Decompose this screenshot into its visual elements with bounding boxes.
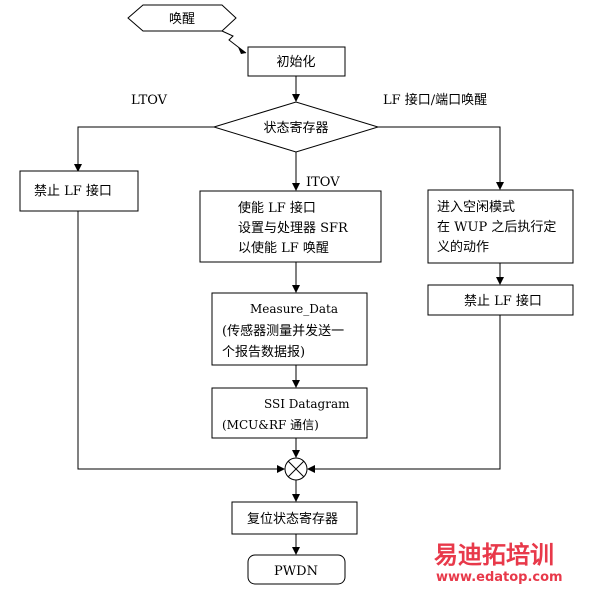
edge-left-to-junction [77,211,285,473]
idle-mode-node: 进入空闲模式 在 WUP 之后执行定 义的动作 [427,189,574,264]
edge-to-disable-left [74,126,214,172]
disable-lf-left-node: 禁止 LF 接口 [19,170,139,212]
enable-lf-line-3: 以使能 LF 唤醒 [238,240,329,256]
idle-mode-line-1: 进入空闲模式 [437,200,515,215]
idle-mode-line-2: 在 WUP 之后执行定 [437,220,556,235]
disable-lf-right-node: 禁止 LF 接口 [427,284,574,316]
ltov-label: LTOV [131,93,168,108]
wake-label: 唤醒 [169,12,195,27]
init-label: 初始化 [276,55,315,70]
pwdn-label: PWDN [274,564,318,579]
status-register-label: 状态寄存器 [263,120,328,136]
lightning-arrowhead [238,47,246,54]
reset-status-node: 复位状态寄存器 [231,501,358,535]
enable-lf-line-1: 使能 LF 接口 [238,200,316,216]
status-register-decision: 状态寄存器 [212,101,380,153]
merge-junction [284,457,308,481]
lightning-bolt-icon [221,30,247,54]
ssi-line-1: SSI Datagram [264,397,350,411]
lf-wake-label: LF 接口/端口唤醒 [383,92,487,108]
watermark-brand: 易迪拓培训 [434,541,554,569]
watermark: 易迪拓培训 www.edatop.com [434,541,563,585]
pwdn-node: PWDN [247,554,346,585]
edge-right-to-junction [307,315,501,473]
ssi-datagram-node: SSI Datagram (MCU&RF 通信) [211,387,368,439]
ssi-line-2: (MCU&RF 通信) [222,418,319,432]
disable-lf-left-label: 禁止 LF 接口 [34,183,112,199]
wake-node: 唤醒 [127,4,237,32]
disable-lf-right-label: 禁止 LF 接口 [464,293,542,309]
measure-data-node: Measure_Data (传感器测量并发送一 个报告数据报) [211,292,368,366]
edge-to-idle-mode [378,126,504,190]
measure-line-1: Measure_Data [250,302,338,316]
measure-line-2: (传感器测量并发送一 [222,323,344,339]
idle-mode-line-3: 义的动作 [437,239,489,255]
measure-line-3: 个报告数据报) [222,345,305,360]
init-node: 初始化 [247,46,346,77]
enable-lf-node: 使能 LF 接口 设置与处理器 SFR 以使能 LF 唤醒 [199,190,382,263]
watermark-url: www.edatop.com [436,570,563,585]
itov-label: ITOV [306,175,340,190]
reset-status-label: 复位状态寄存器 [247,511,338,527]
enable-lf-line-2: 设置与处理器 SFR [238,221,349,236]
